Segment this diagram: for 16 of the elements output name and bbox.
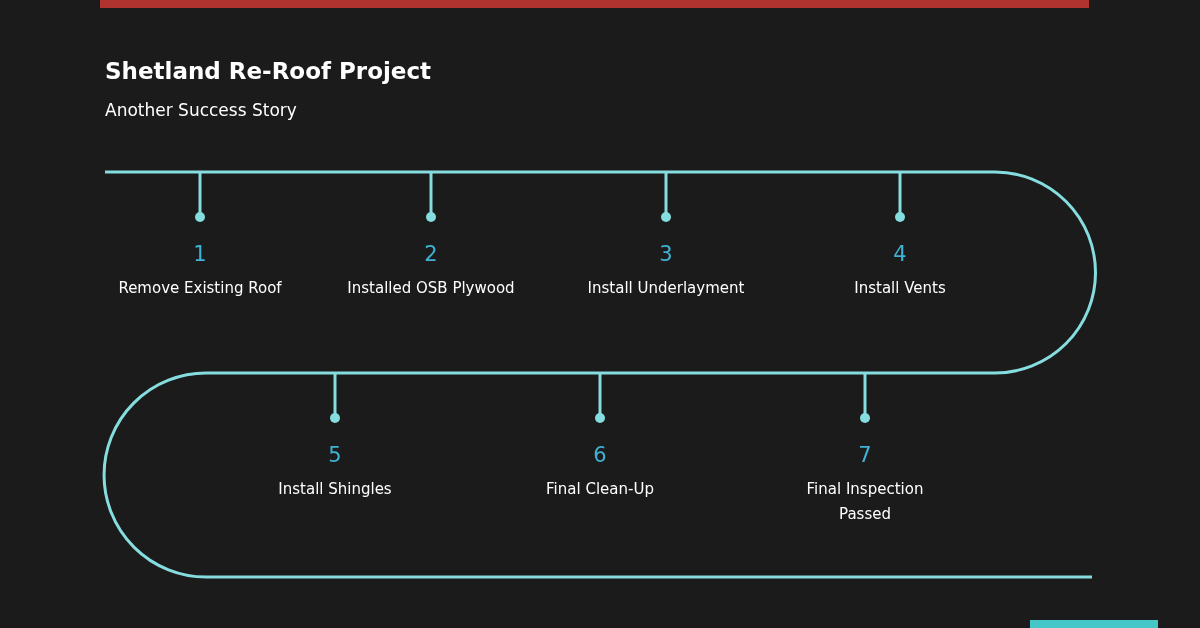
step-number: 4 — [892, 242, 908, 266]
step-number: 1 — [192, 242, 208, 266]
step-label: Final Inspection Passed — [805, 479, 925, 525]
title: Shetland Re-Roof Project — [105, 58, 432, 84]
step-label: Remove Existing Roof — [117, 278, 283, 299]
step-number: 7 — [857, 443, 873, 467]
step-number: 5 — [327, 443, 343, 467]
step-label: Install Underlayment — [586, 278, 746, 299]
step-label: Installed OSB Plywood — [346, 278, 516, 299]
step-label: Install Shingles — [277, 479, 393, 500]
step-label: Install Vents — [853, 278, 947, 299]
step-label: Final Clean-Up — [545, 479, 655, 500]
step-number: 2 — [423, 242, 439, 266]
subtitle: Another Success Story — [105, 100, 297, 120]
step-number: 3 — [658, 242, 674, 266]
step-number: 6 — [592, 443, 608, 467]
